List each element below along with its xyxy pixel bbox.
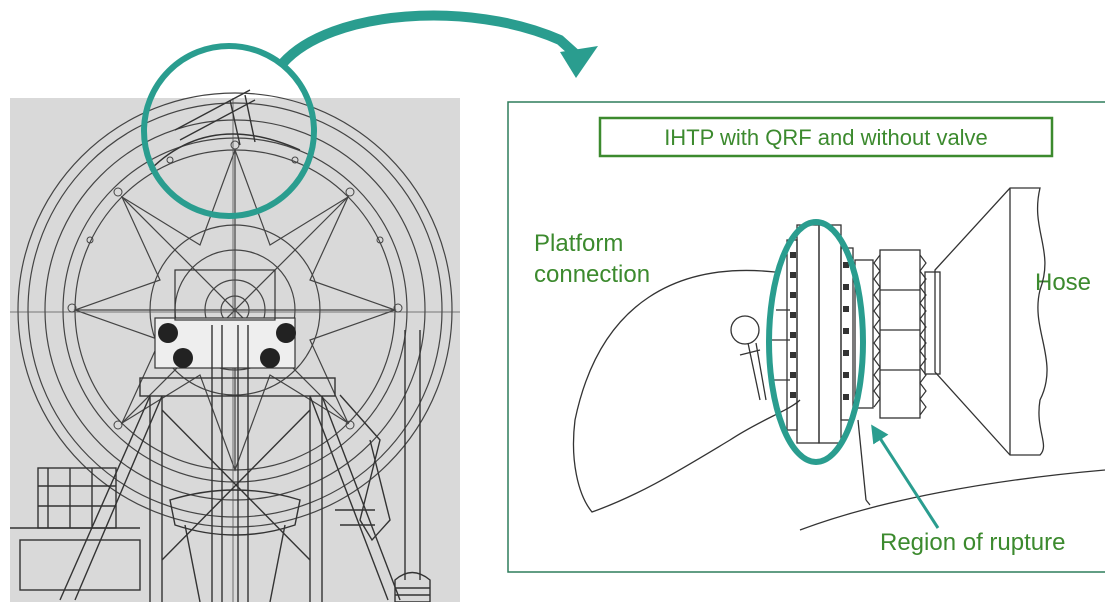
hub-bolt (260, 348, 280, 368)
rupture-region-label: Region of rupture (880, 529, 1065, 556)
platform-outline (572, 269, 801, 513)
platform-connection-label-line1: Platform (534, 230, 623, 257)
platform-connection-label-line2: connection (534, 261, 650, 288)
hose-label: Hose (1035, 269, 1091, 296)
curved-arrow-head (560, 46, 598, 78)
reel-drawing (10, 89, 460, 602)
flange-highlight-ellipse (766, 219, 866, 465)
curved-arrow (279, 10, 584, 67)
detail-title: IHTP with QRF and without valve (664, 125, 988, 150)
detail-title-box (598, 116, 1054, 158)
hub-bolt (173, 348, 193, 368)
rupture-arrow (871, 424, 940, 529)
seabed-curve (799, 469, 1105, 531)
hub-bolt (276, 323, 296, 343)
hub-bolt (158, 323, 178, 343)
detail-panel-border (507, 101, 1105, 573)
detail-panel: IHTP with QRF and without valve Platform… (507, 101, 1105, 573)
hose-funnel (934, 187, 1048, 456)
highlight-circle (141, 43, 317, 219)
